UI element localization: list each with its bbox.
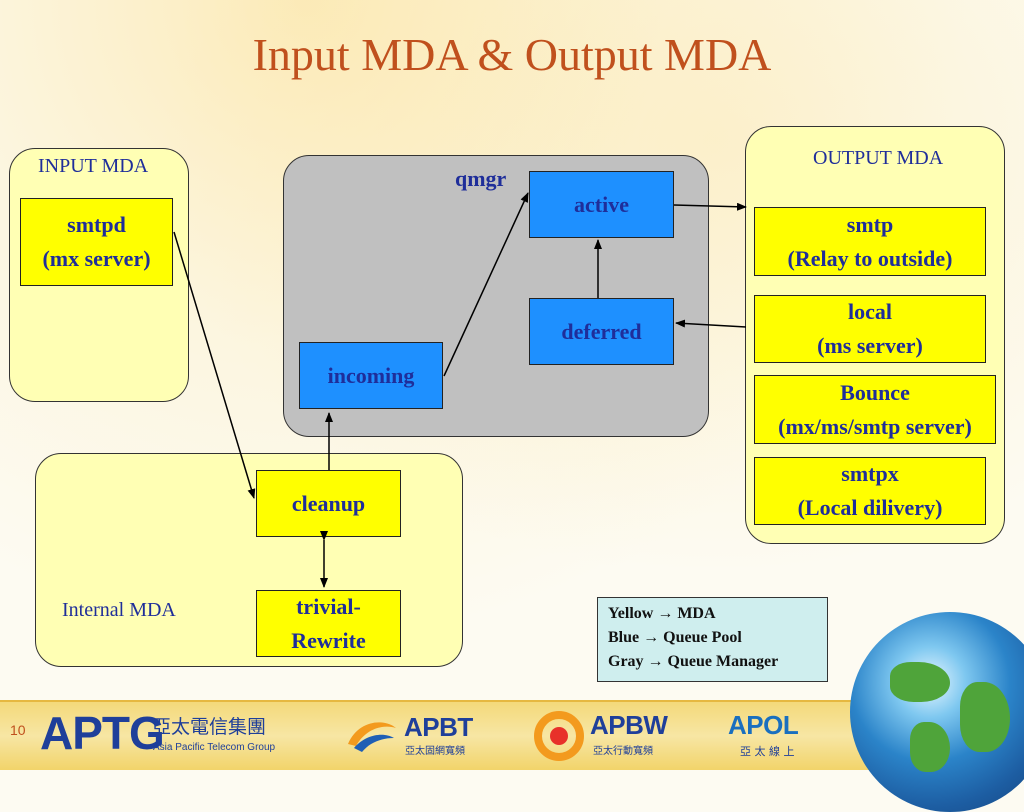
- cleanup-box: cleanup: [256, 470, 401, 537]
- incoming-label: incoming: [327, 362, 415, 388]
- internal-mda-label: Internal MDA: [62, 599, 176, 621]
- incoming-queue-box: incoming: [299, 342, 443, 409]
- smtpd-name: smtpd: [67, 212, 126, 237]
- active-label: active: [574, 191, 629, 217]
- smtpx-desc: (Local dilivery): [797, 495, 943, 520]
- aptg-logo: APTG: [40, 707, 165, 759]
- legend-item-blue: Blue → Queue Pool: [608, 629, 742, 646]
- local-name: local: [848, 299, 892, 324]
- apbt-swirl-icon: [348, 722, 396, 752]
- bounce-name: Bounce: [840, 379, 910, 405]
- deferred-label: deferred: [561, 318, 642, 344]
- output-mda-label: OUTPUT MDA: [813, 147, 944, 169]
- cleanup-label: cleanup: [291, 490, 366, 516]
- smtp-name: smtp: [846, 211, 894, 237]
- legend-item-yellow: Yellow → MDA: [608, 605, 716, 622]
- slide-title: Input MDA & Output MDA: [252, 29, 772, 80]
- apbt-logo: APBT: [404, 712, 473, 742]
- aptg-cn-name: 亞太電信集團: [152, 716, 267, 738]
- aptg-en-name: Asia Pacific Telecom Group: [153, 742, 276, 753]
- local-desc: (ms server): [817, 333, 923, 358]
- local-box: local (ms server): [754, 295, 986, 363]
- smtpx-box: smtpx (Local dilivery): [754, 457, 986, 525]
- deferred-queue-box: deferred: [529, 298, 674, 365]
- legend-item-gray: Gray → Queue Manager: [608, 653, 779, 670]
- apol-logo: APOL: [728, 710, 799, 740]
- apbw-cn-name: 亞太行動寬頻: [593, 746, 653, 757]
- smtpd-box: smtpd (mx server): [20, 198, 173, 286]
- trivial-rewrite-box: trivial- Rewrite: [256, 590, 401, 657]
- qmgr-label: qmgr: [455, 166, 507, 191]
- smtpd-desc: (mx server): [42, 246, 151, 271]
- apbt-cn-name: 亞太固網寬頻: [405, 746, 465, 757]
- apol-cn-name: 亞 太 線 上: [740, 745, 795, 758]
- smtp-desc: (Relay to outside): [787, 245, 953, 271]
- trivial-rewrite-line2: Rewrite: [291, 627, 366, 653]
- active-queue-box: active: [529, 171, 674, 238]
- input-mda-label: INPUT MDA: [38, 155, 149, 177]
- smtp-box: smtp (Relay to outside): [754, 207, 986, 276]
- smtpx-name: smtpx: [841, 461, 899, 486]
- bounce-box: Bounce (mx/ms/smtp server): [754, 375, 996, 444]
- trivial-rewrite-line1: trivial-: [296, 593, 361, 619]
- apbw-logo: APBW: [590, 710, 668, 740]
- color-legend: Yellow → MDA Blue → Queue Pool Gray → Qu…: [597, 597, 828, 682]
- apbw-circle-icon: [534, 711, 584, 761]
- page-number: 10: [10, 722, 26, 738]
- bounce-desc: (mx/ms/smtp server): [778, 413, 972, 439]
